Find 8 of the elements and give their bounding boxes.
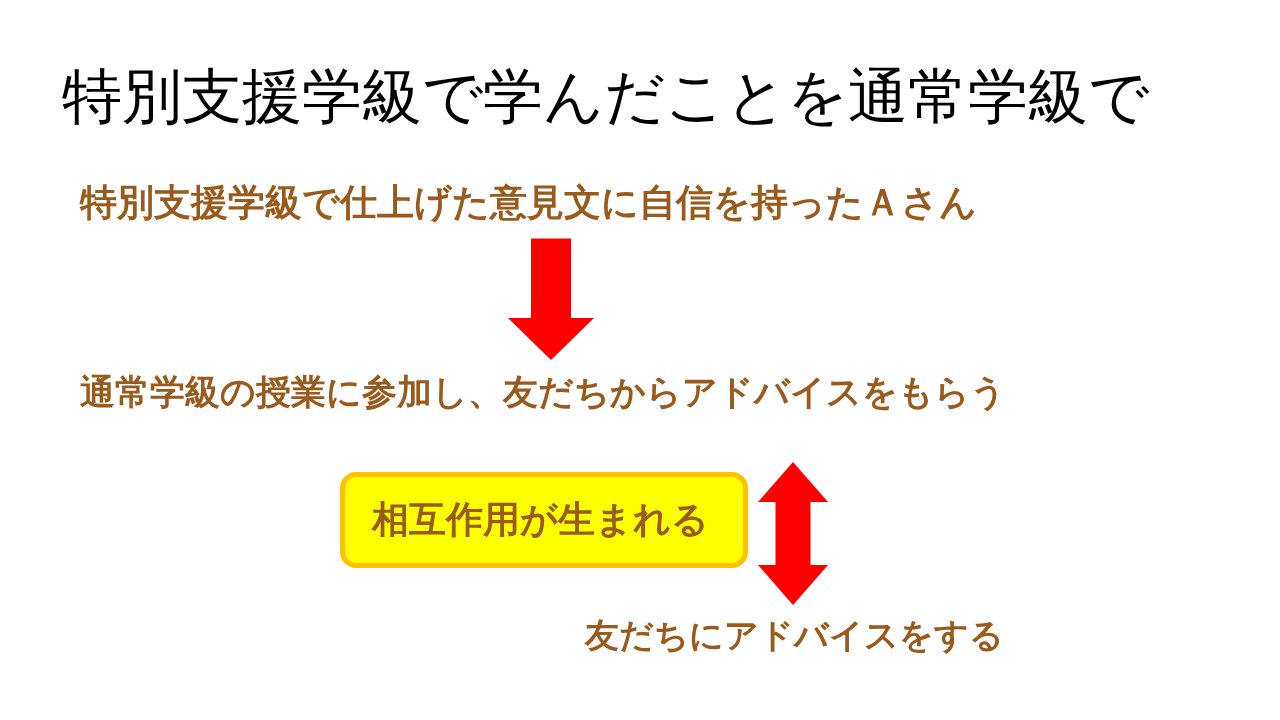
statement-text: 特別支援学級で仕上げた意見文に自信を持ったＡさん: [80, 181, 977, 226]
highlight-text: 相互作用が生まれる: [372, 497, 709, 543]
slide-title: 特別支援学級で学んだことを通常学級で: [62, 60, 1149, 132]
statement-text: 通常学級の授業に参加し、友だちからアドバイスをもらう: [80, 371, 1006, 413]
arrow: [508, 238, 594, 360]
statement-text: 友だちにアドバイスをする: [585, 616, 1004, 657]
double-arrow: [758, 462, 828, 605]
highlight-box: [340, 472, 748, 568]
